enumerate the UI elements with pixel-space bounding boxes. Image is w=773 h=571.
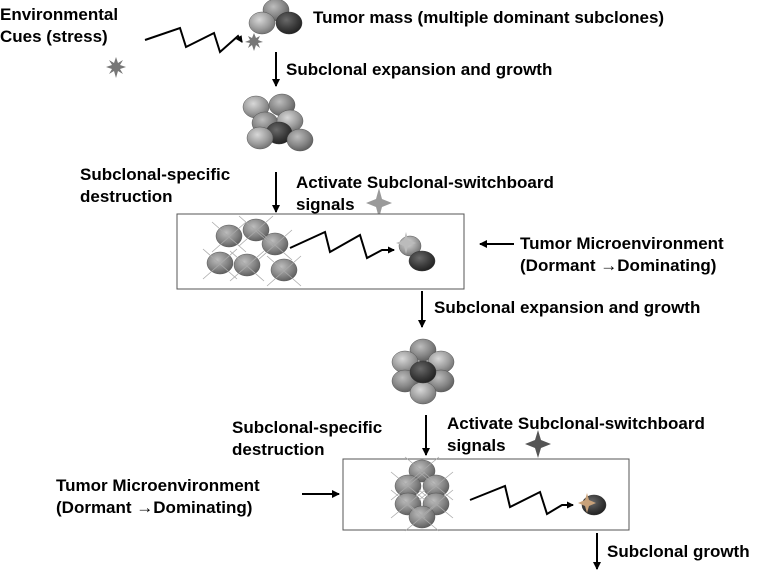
activate-label-1-line2: signals bbox=[296, 195, 355, 214]
surviving-subclone-2 bbox=[578, 493, 607, 516]
expansion-label-1: Subclonal expansion and growth bbox=[286, 60, 553, 79]
box1-signal-arrow bbox=[289, 230, 395, 260]
env-cues-label-line1: Environmental bbox=[0, 5, 119, 24]
destroyed-cells-1 bbox=[202, 215, 302, 287]
box2-signal-arrow bbox=[469, 484, 574, 516]
destruction-label-2-line2: destruction bbox=[232, 440, 325, 459]
activate-label-2-line2: signals bbox=[447, 436, 506, 455]
expansion-label-2: Subclonal expansion and growth bbox=[434, 298, 701, 317]
destruction-label-1-line1: Subclonal-specific bbox=[80, 165, 231, 184]
activate-label-2-line1: Activate Subclonal-switchboard bbox=[447, 414, 705, 433]
signal-star-1-icon bbox=[366, 188, 392, 218]
subclonal-growth-label: Subclonal growth bbox=[607, 542, 750, 561]
tumor-mass-label: Tumor mass (multiple dominant subclones) bbox=[313, 8, 665, 27]
microenvironment-label-1-line1: Tumor Microenvironment bbox=[520, 234, 724, 253]
stress-star-small-icon bbox=[245, 33, 263, 51]
microenvironment-label-1-line2: (Dormant →Dominating) bbox=[520, 256, 717, 275]
destruction-label-1-line2: destruction bbox=[80, 187, 173, 206]
activate-label-1-line1: Activate Subclonal-switchboard bbox=[296, 173, 554, 192]
microenvironment-label-2-line1: Tumor Microenvironment bbox=[56, 476, 260, 495]
tumor-cluster-3 bbox=[391, 338, 455, 405]
env-cues-label-line2: Cues (stress) bbox=[0, 27, 108, 46]
tumor-cluster-2 bbox=[242, 93, 314, 152]
surviving-subclone-1 bbox=[396, 232, 436, 272]
microenvironment-label-2-line2: (Dormant →Dominating) bbox=[56, 498, 253, 517]
destruction-label-2-line1: Subclonal-specific bbox=[232, 418, 383, 437]
cues-signal-arrow bbox=[144, 26, 243, 54]
stress-star-icon bbox=[106, 57, 126, 78]
signal-star-2-icon bbox=[525, 430, 551, 458]
tumor-mass-top bbox=[248, 0, 303, 35]
destroyed-cells-2 bbox=[390, 456, 454, 532]
